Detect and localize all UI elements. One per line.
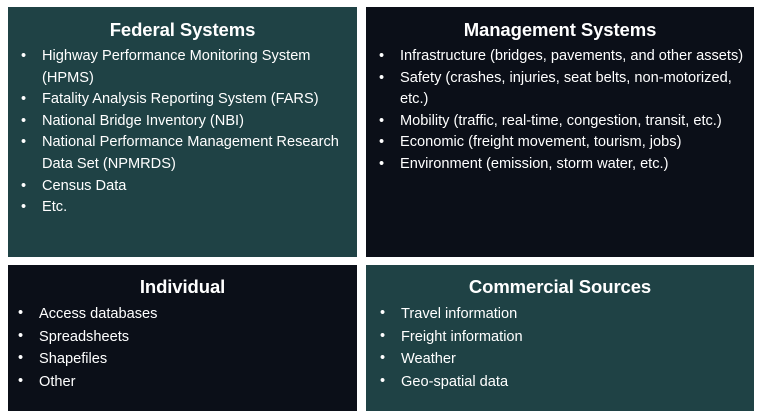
list-item: • Access databases bbox=[8, 303, 353, 326]
bullet-icon: • bbox=[21, 177, 27, 194]
panel-individual: Individual • Access databases • Spreadsh… bbox=[8, 265, 357, 411]
list-item-label: National Bridge Inventory (NBI) bbox=[42, 112, 244, 129]
list-item: • Fatality Analysis Reporting System (FA… bbox=[9, 89, 353, 111]
bullet-icon: • bbox=[21, 134, 27, 151]
list-item-label: Other bbox=[39, 373, 76, 390]
list-item: • Census Data bbox=[9, 176, 353, 198]
bullet-list-management-systems: • Infrastructure (bridges, pavements, an… bbox=[367, 46, 748, 176]
bullet-icon: • bbox=[18, 327, 24, 344]
list-item-label: Access databases bbox=[39, 306, 158, 322]
bullet-icon: • bbox=[380, 350, 386, 366]
list-item: • Economic (freight movement, tourism, j… bbox=[367, 132, 748, 154]
bullet-icon: • bbox=[379, 69, 385, 86]
bullet-icon: • bbox=[380, 327, 386, 344]
list-item: • Environment (emission, storm water, et… bbox=[367, 154, 748, 176]
list-item-label: Highway Performance Monitoring System (H… bbox=[42, 48, 311, 86]
panel-title-individual: Individual bbox=[139, 276, 226, 297]
list-item: • Shapefiles bbox=[8, 348, 353, 371]
list-item-label: Census Data bbox=[42, 177, 127, 194]
bullet-icon: • bbox=[380, 372, 386, 389]
list-item-label: Environment (emission, storm water, etc.… bbox=[400, 155, 669, 172]
bullet-icon: • bbox=[18, 305, 24, 321]
list-item-label: National Performance Management Research… bbox=[42, 134, 339, 172]
list-item: • Weather bbox=[368, 348, 748, 371]
list-item: • Freight information bbox=[368, 326, 748, 349]
bullet-icon: • bbox=[18, 350, 24, 366]
bullet-icon: • bbox=[379, 134, 385, 151]
list-item-label: Geo-spatial data bbox=[401, 373, 509, 390]
list-item: • Etc. bbox=[9, 197, 353, 219]
bullet-icon: • bbox=[380, 305, 386, 321]
bullet-icon: • bbox=[21, 199, 27, 216]
panel-title-commercial-sources: Commercial Sources bbox=[468, 276, 652, 297]
bullet-list-federal-systems: • Highway Performance Monitoring System … bbox=[9, 46, 353, 219]
list-item: • National Performance Management Resear… bbox=[9, 132, 353, 175]
bullet-icon: • bbox=[379, 155, 385, 172]
bullet-icon: • bbox=[21, 48, 27, 64]
list-item-label: Weather bbox=[401, 351, 456, 367]
bullet-icon: • bbox=[379, 112, 385, 129]
list-item-label: Mobility (traffic, real-time, congestion… bbox=[400, 112, 722, 129]
bullet-list-commercial-sources: • Travel information • Freight informati… bbox=[368, 303, 748, 393]
list-item: • Travel information bbox=[368, 303, 748, 326]
list-item-label: Fatality Analysis Reporting System (FARS… bbox=[42, 91, 319, 108]
list-item: • Other bbox=[8, 371, 353, 394]
bullet-list-individual: • Access databases • Spreadsheets • Shap… bbox=[8, 303, 353, 393]
list-item-label: Shapefiles bbox=[39, 351, 108, 367]
bullet-icon: • bbox=[21, 91, 27, 108]
list-item: • Geo-spatial data bbox=[368, 371, 748, 394]
list-item: • Spreadsheets bbox=[8, 326, 353, 349]
list-item-label: Safety (crashes, injuries, seat belts, n… bbox=[400, 69, 732, 108]
bullet-icon: • bbox=[18, 372, 24, 389]
list-item-label: Economic (freight movement, tourism, job… bbox=[400, 134, 682, 151]
panel-title-federal-systems: Federal Systems bbox=[109, 19, 256, 40]
panel-title-management-systems: Management Systems bbox=[463, 19, 657, 40]
list-item: • Mobility (traffic, real-time, congesti… bbox=[367, 111, 748, 133]
panel-management-systems: Management Systems • Infrastructure (bri… bbox=[366, 7, 754, 257]
panel-commercial-sources: Commercial Sources • Travel information … bbox=[366, 265, 754, 411]
list-item: • Infrastructure (bridges, pavements, an… bbox=[367, 46, 748, 68]
list-item: • Safety (crashes, injuries, seat belts,… bbox=[367, 68, 748, 111]
list-item-label: Etc. bbox=[42, 199, 68, 216]
list-item: • Highway Performance Monitoring System … bbox=[9, 46, 353, 89]
list-item-label: Travel information bbox=[401, 306, 518, 322]
bullet-icon: • bbox=[21, 112, 27, 129]
list-item-label: Spreadsheets bbox=[39, 328, 130, 345]
list-item: • National Bridge Inventory (NBI) bbox=[9, 111, 353, 133]
list-item-label: Freight information bbox=[401, 328, 523, 345]
panel-federal-systems: Federal Systems • Highway Performance Mo… bbox=[8, 7, 357, 257]
list-item-label: Infrastructure (bridges, pavements, and … bbox=[400, 48, 744, 64]
bullet-icon: • bbox=[379, 48, 385, 64]
